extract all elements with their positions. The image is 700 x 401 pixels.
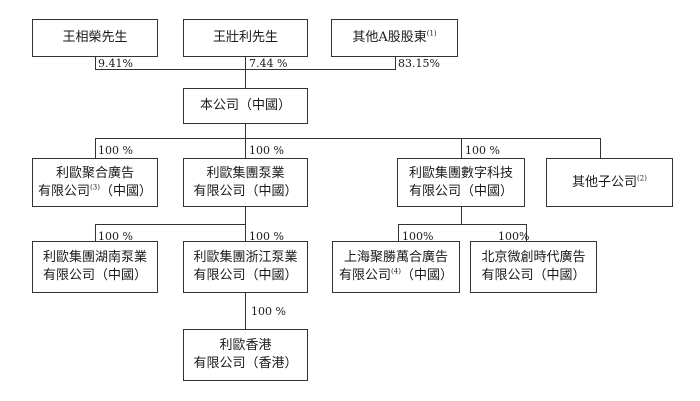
connector-line [245,69,246,88]
subsidiary-name-line1: 利歐聚合廣告 [55,165,134,181]
connector-line [245,138,246,158]
shareholder-label: 王相榮先生 [62,30,128,45]
subsidiary-name-line1: 利歐香港 [219,338,272,353]
subsidiary-name-line2: 有限公司（中國） [193,268,298,283]
subsidiary-box-leo-juhe: 利歐聚合廣告 有限公司(3)（中國） [32,158,158,207]
connector-line [526,224,527,241]
subsidiary-name-line1: 北京微創時代廣告 [481,250,586,265]
ownership-pct: 9.41% [98,57,133,70]
subsidiary-name-line2: 有限公司（中國） [42,268,147,283]
subsidiary-name-line1: 利歐集團湖南泵業 [42,250,147,265]
ownership-pct: 83.15% [398,57,440,70]
shareholder-box-other-a-shareholders: 其他A股股東(1) [331,19,458,57]
ownership-pct: 100 % [98,230,133,243]
subsidiary-name-line1: 利歐集團泵業 [206,165,285,181]
connector-line [245,293,246,329]
connector-line [398,224,527,225]
subsidiary-name-line2: 有限公司（香港） [193,356,298,371]
connector-line [245,57,246,69]
footnote-marker: (2) [637,174,647,183]
shareholder-box-wang-xiangrong: 王相榮先生 [32,19,158,57]
subsidiary-name-line2: 有限公司(4)（中國） [339,267,453,283]
connector-line [95,138,96,158]
shareholder-label: 王壯利先生 [212,30,278,45]
footnote-marker: (1) [426,29,437,38]
connector-line [461,207,462,224]
ownership-pct: 100 % [251,305,286,318]
subsidiary-name-line1: 上海聚勝萬合廣告 [343,250,448,265]
footnote-marker: (3) [90,183,100,192]
subsidiary-box-leo-hunan: 利歐集團湖南泵業 有限公司（中國） [32,241,158,293]
connector-line [95,57,96,69]
subsidiary-box-shanghai-juteng: 上海聚勝萬合廣告 有限公司(4)（中國） [332,241,460,293]
connector-line [600,138,601,158]
connector-line [95,224,246,225]
connector-line [395,57,396,69]
connector-line [398,224,399,241]
ownership-pct: 100 % [249,144,284,157]
subsidiary-name-line2: 有限公司（中國） [193,183,298,199]
subsidiary-box-leo-digital: 利歐集團數字科技 有限公司（中國） [397,158,525,207]
company-label: 本公司（中國） [199,98,291,113]
shareholder-box-wang-zhuangli: 王壯利先生 [183,19,308,57]
subsidiary-name-line2: 有限公司（中國） [481,268,586,283]
ownership-pct: 100 % [249,230,284,243]
connector-line [461,138,462,158]
ownership-pct: 100% [498,230,530,243]
subsidiary-box-leo-zhejiang: 利歐集團浙江泵業 有限公司（中國） [183,241,308,293]
ownership-pct: 100% [402,230,434,243]
subsidiary-box-beijing-weichuang: 北京微創時代廣告 有限公司（中國） [470,241,597,293]
subsidiary-name-line1: 利歐集團浙江泵業 [193,250,298,265]
connector-line [95,138,601,139]
connector-line [245,124,246,138]
company-box: 本公司（中國） [183,88,308,124]
subsidiary-label: 其他子公司(2) [572,174,647,190]
subsidiary-name-line2: 有限公司（中國） [408,183,513,199]
subsidiary-box-leo-pump: 利歐集團泵業 有限公司（中國） [183,158,308,207]
subsidiary-name-line1: 利歐集團數字科技 [408,165,513,181]
subsidiary-box-leo-hk: 利歐香港 有限公司（香港） [183,329,308,381]
connector-line [95,224,96,241]
ownership-pct: 7.44 % [249,57,288,70]
shareholder-label: 其他A股股東(1) [352,29,437,45]
subsidiary-box-other: 其他子公司(2) [546,158,673,207]
subsidiary-name-line2: 有限公司(3)（中國） [38,183,152,199]
ownership-pct: 100 % [98,144,133,157]
ownership-pct: 100 % [465,144,500,157]
footnote-marker: (4) [391,267,401,276]
